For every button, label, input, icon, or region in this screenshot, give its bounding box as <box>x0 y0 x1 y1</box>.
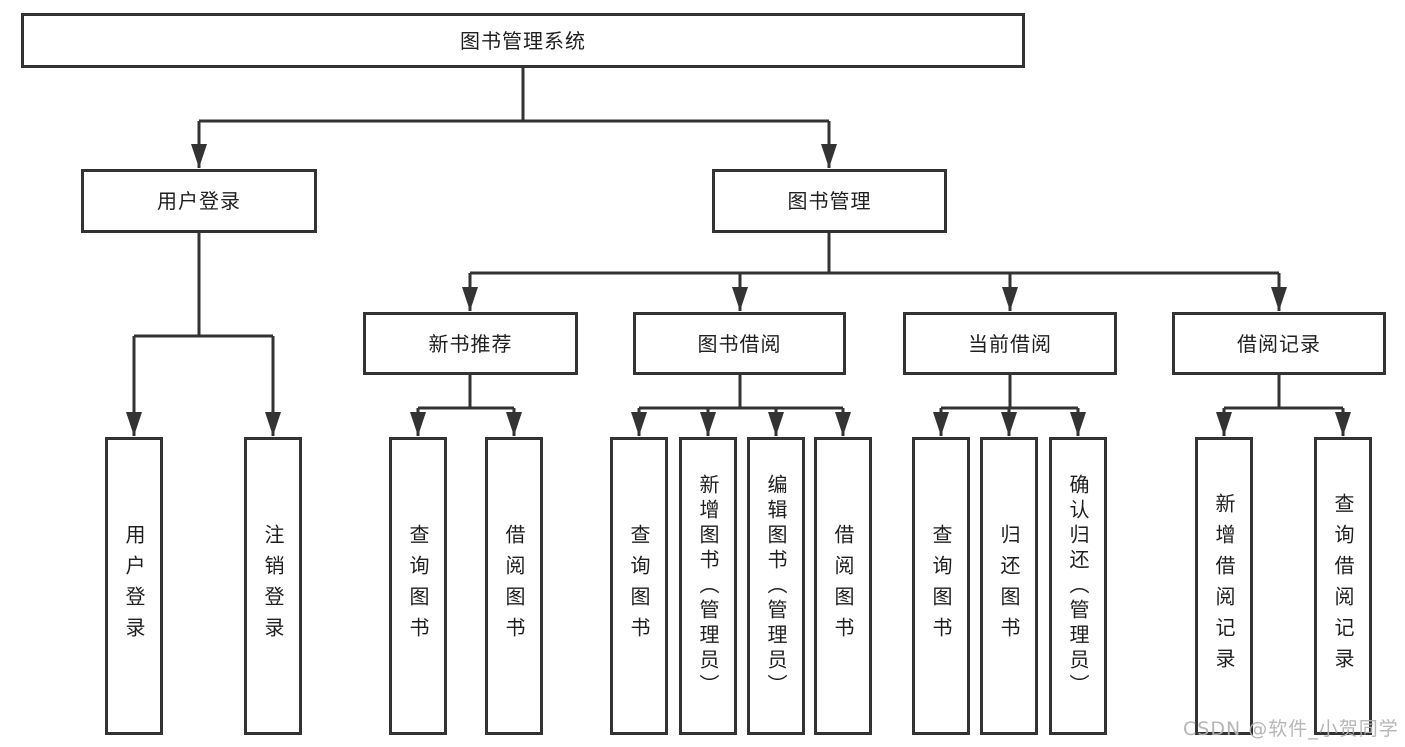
leaf-query-borrow-record: 查询借阅记录 <box>1314 437 1372 735</box>
node-library-system-label: 图书管理系统 <box>460 28 586 53</box>
leaf-edit-books-admin-label: 编辑图书（管理员） <box>764 473 788 699</box>
leaf-logout: 注销登录 <box>244 437 302 735</box>
leaf-query-books-current: 查询图书 <box>912 437 970 735</box>
leaf-query-books-recommend: 查询图书 <box>389 437 447 735</box>
node-borrow-records: 借阅记录 <box>1172 312 1386 375</box>
leaf-query-books-recommend-label: 查询图书 <box>406 524 430 648</box>
leaf-borrow-books-recommend-label: 借阅图书 <box>502 524 526 648</box>
leaf-confirm-return-admin: 确认归还（管理员） <box>1049 437 1107 735</box>
leaf-confirm-return-admin-label: 确认归还（管理员） <box>1066 473 1090 699</box>
leaf-user-login-label: 用户登录 <box>122 524 146 648</box>
leaf-query-books-borrowing-label: 查询图书 <box>627 524 651 648</box>
node-book-borrowing: 图书借阅 <box>633 312 846 375</box>
node-new-book-recommend: 新书推荐 <box>363 312 578 375</box>
leaf-edit-books-admin: 编辑图书（管理员） <box>747 437 805 735</box>
leaf-add-books-admin-label: 新增图书（管理员） <box>696 473 720 699</box>
node-book-borrowing-label: 图书借阅 <box>697 331 782 356</box>
node-book-management-label: 图书管理 <box>787 189 872 213</box>
leaf-add-borrow-record: 新增借阅记录 <box>1195 437 1253 735</box>
node-library-system: 图书管理系统 <box>21 13 1025 68</box>
csdn-watermark: CSDN @软件_小贺同学 <box>1183 718 1399 740</box>
leaf-user-login: 用户登录 <box>105 437 163 735</box>
leaf-query-books-current-label: 查询图书 <box>929 524 953 648</box>
leaf-query-books-borrowing: 查询图书 <box>610 437 668 735</box>
node-current-borrowing-label: 当前借阅 <box>968 331 1052 356</box>
leaf-return-books: 归还图书 <box>980 437 1038 735</box>
node-current-borrowing: 当前借阅 <box>903 312 1117 375</box>
leaf-add-books-admin: 新增图书（管理员） <box>679 437 737 735</box>
leaf-logout-label: 注销登录 <box>261 524 285 648</box>
leaf-borrow-books: 借阅图书 <box>814 437 872 735</box>
node-borrow-records-label: 借阅记录 <box>1237 331 1321 356</box>
leaf-borrow-books-recommend: 借阅图书 <box>485 437 543 735</box>
leaf-query-borrow-record-label: 查询借阅记录 <box>1331 493 1355 679</box>
node-user-login: 用户登录 <box>81 169 317 233</box>
leaf-borrow-books-label: 借阅图书 <box>831 524 855 648</box>
node-user-login-label: 用户登录 <box>157 189 241 213</box>
node-new-book-recommend-label: 新书推荐 <box>428 331 513 356</box>
node-book-management: 图书管理 <box>712 169 947 233</box>
leaf-return-books-label: 归还图书 <box>997 524 1021 648</box>
leaf-add-borrow-record-label: 新增借阅记录 <box>1212 493 1236 679</box>
